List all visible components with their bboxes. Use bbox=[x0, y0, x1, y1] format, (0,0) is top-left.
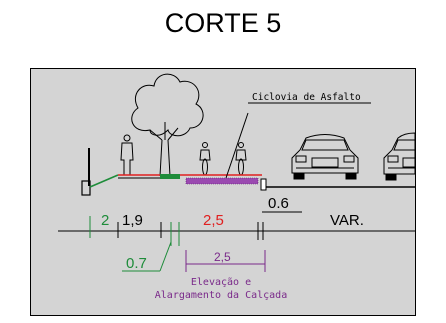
cyclist-icon bbox=[235, 142, 247, 176]
note-line: Elevação e bbox=[191, 277, 251, 288]
car-icon bbox=[383, 132, 416, 181]
leader-line bbox=[159, 241, 172, 272]
bike-lane-asphalt bbox=[186, 178, 258, 184]
cross-section-panel bbox=[30, 68, 416, 316]
dimension-label: 0.6 bbox=[268, 195, 289, 212]
tree-icon bbox=[131, 73, 204, 177]
dimension-label: 0.7 bbox=[126, 255, 147, 272]
car-icon bbox=[291, 134, 359, 180]
bike-lane-label: Ciclovia de Asfalto bbox=[252, 92, 361, 103]
dimension-label: 2,5 bbox=[214, 250, 231, 264]
dimension-label: VAR. bbox=[330, 212, 364, 229]
pedestrian-icon bbox=[120, 134, 134, 176]
leader-line bbox=[225, 112, 249, 179]
page-title: CORTE 5 bbox=[164, 8, 282, 38]
sub-dimension bbox=[185, 250, 266, 272]
dimension-label: 2 bbox=[101, 212, 109, 229]
dimension-label: 1,9 bbox=[122, 212, 143, 229]
ground-profile bbox=[81, 174, 415, 196]
dimension-label: 2,5 bbox=[203, 212, 224, 229]
cyclist-icon bbox=[199, 142, 211, 176]
note-line: Alargamento da Calçada bbox=[155, 290, 287, 301]
